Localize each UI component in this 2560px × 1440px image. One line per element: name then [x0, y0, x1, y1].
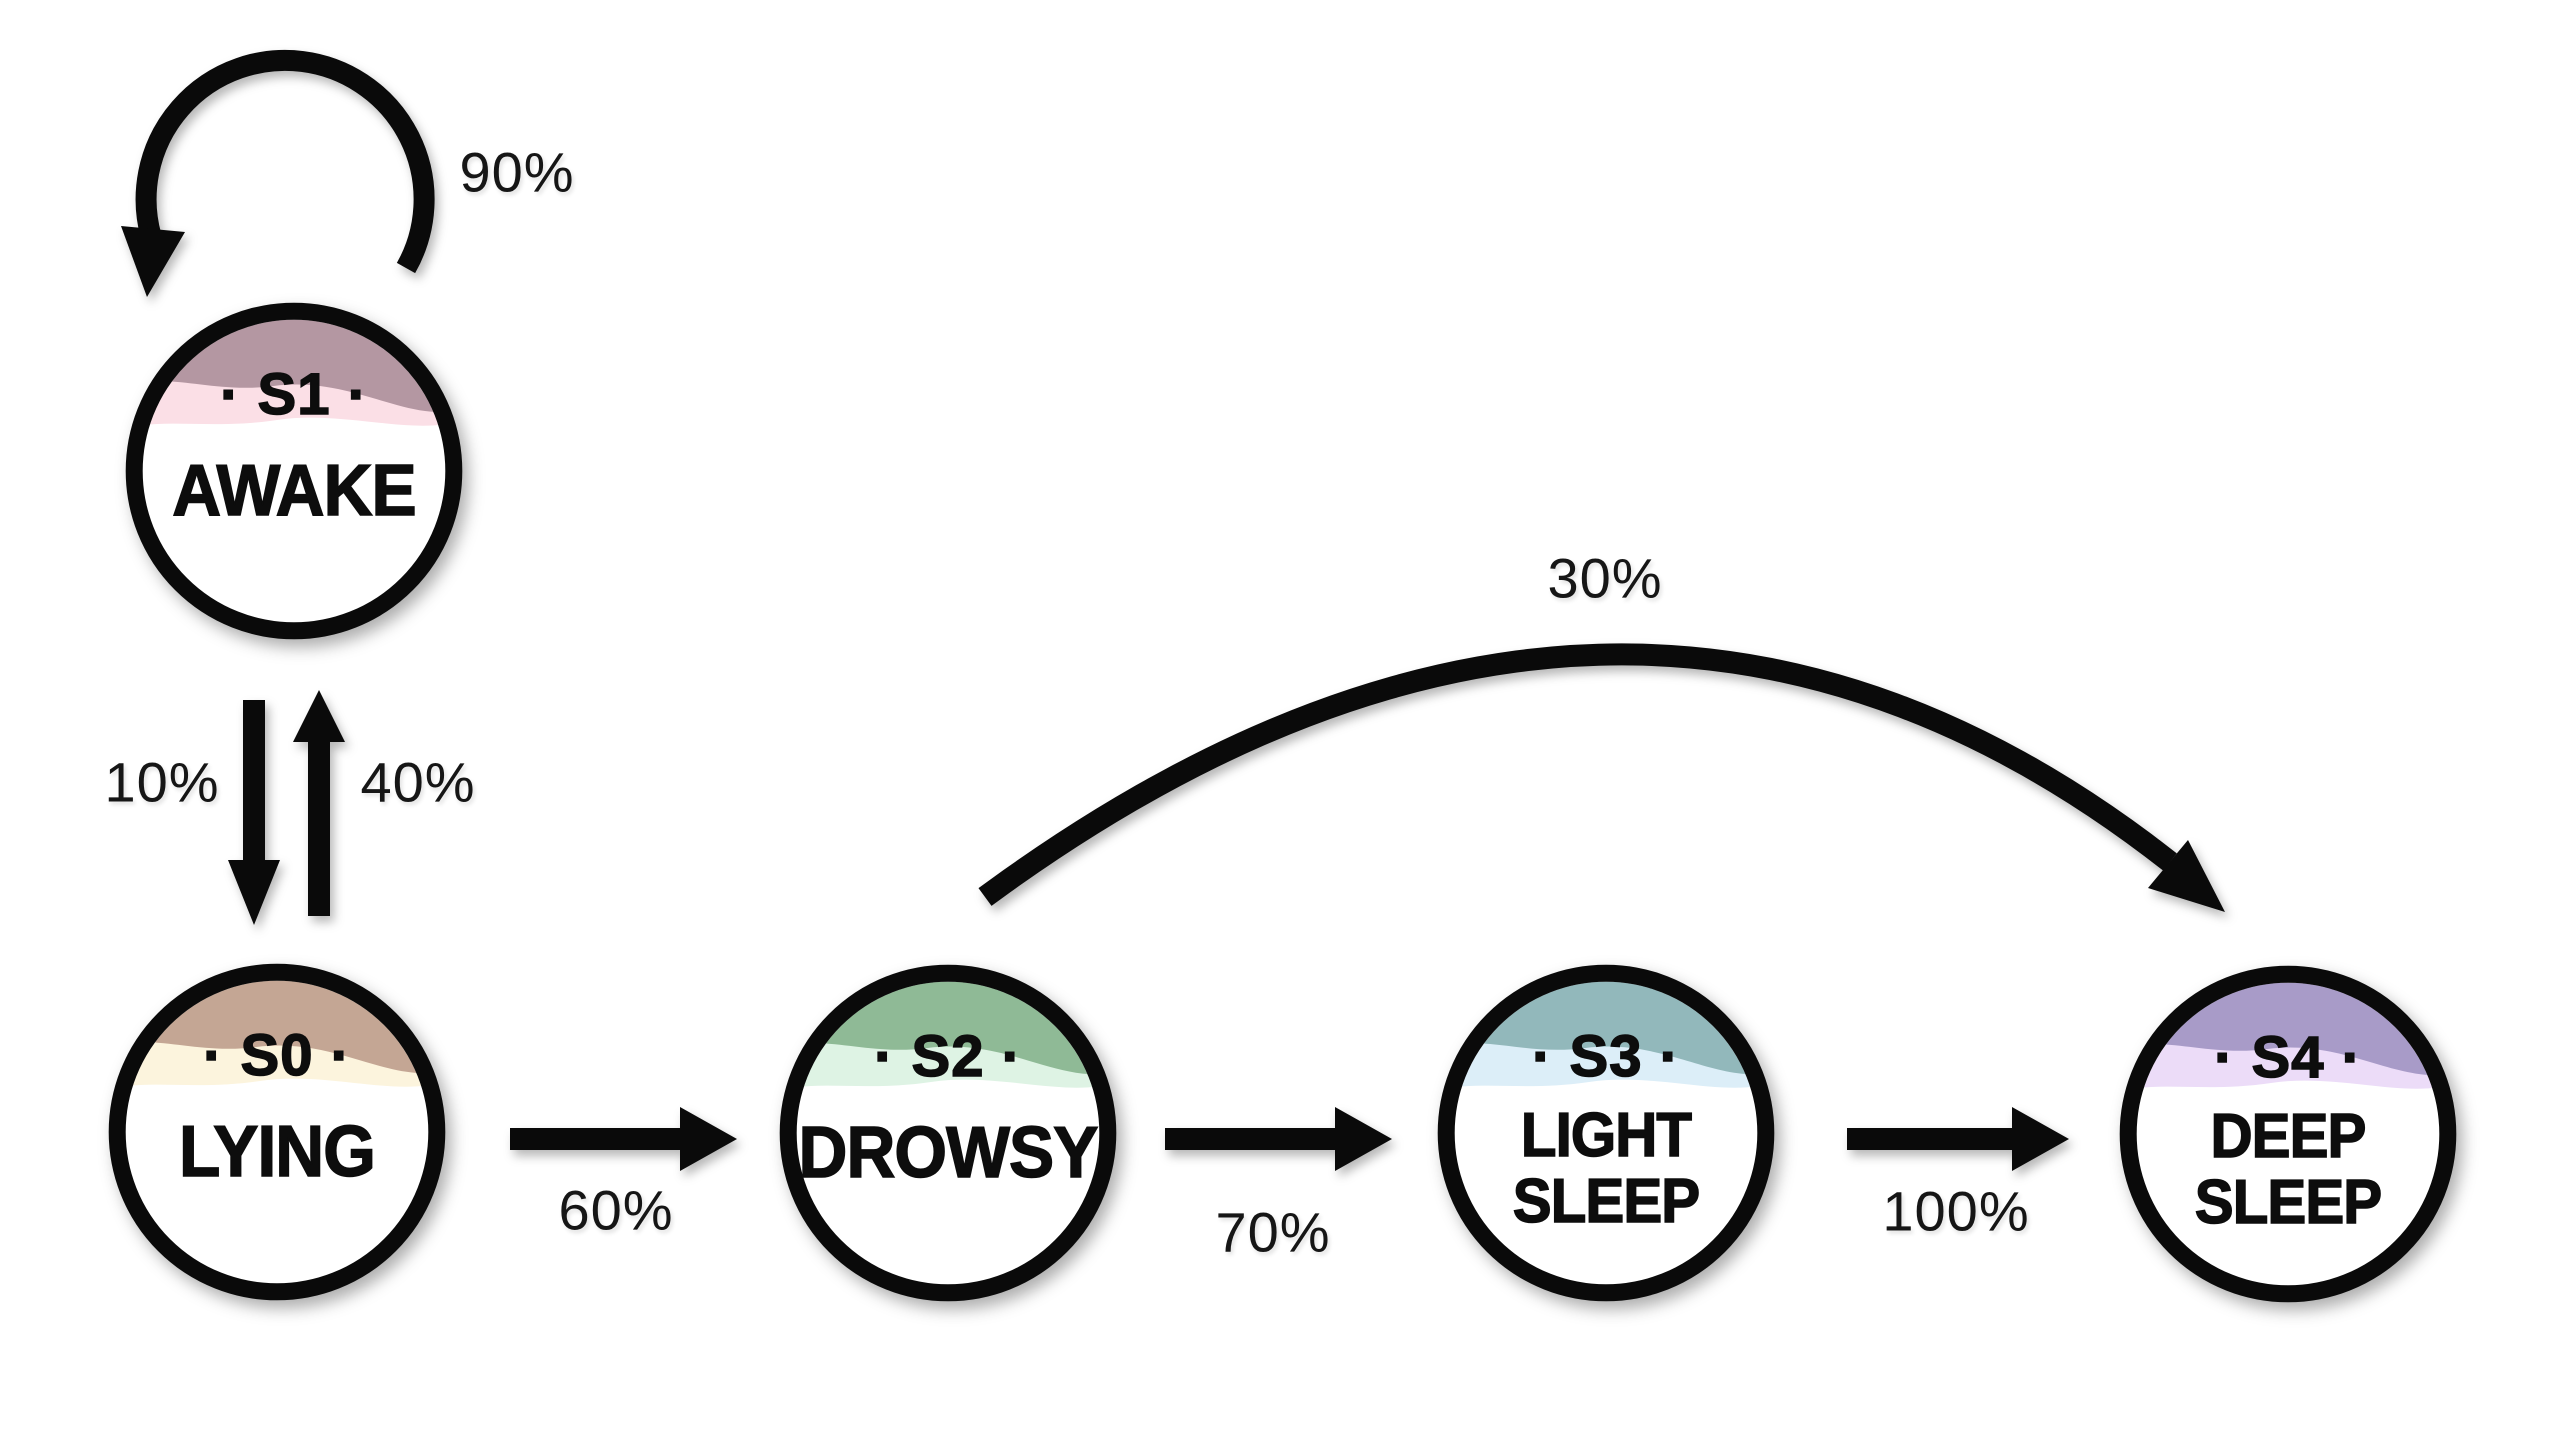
arrow-s3-to-s4-shaft: [1847, 1128, 2014, 1150]
node-s3-id-label: · S3 ·: [1531, 1024, 1680, 1089]
self-loop-s1-arrowhead: [121, 226, 185, 297]
edge-label-s0-s2: 60%: [558, 1178, 674, 1242]
edge-label-s1-s0: 10%: [104, 750, 220, 814]
edge-label-s0-s1: 40%: [360, 750, 476, 814]
node-s3-circle: [1437, 964, 1775, 1302]
arrow-s3-to-s4-head: [2012, 1107, 2069, 1171]
node-s3-light-sleep: · S3 · LIGHT SLEEP: [1436, 963, 1776, 1303]
node-s1-awake: · S1 · AWAKE: [124, 301, 464, 641]
node-s1-id-label: · S1 ·: [219, 362, 368, 427]
arrow-s2-to-s3-head: [1335, 1107, 1392, 1171]
arrow-s1-to-s0-shaft: [243, 700, 265, 868]
node-s0-id-label: · S0 ·: [202, 1023, 351, 1088]
node-s1-name: AWAKE: [172, 451, 418, 531]
node-s0-circle: [108, 963, 446, 1301]
node-s2-circle: [779, 964, 1117, 1302]
node-s2-drowsy: · S2 · DROWSY: [778, 963, 1118, 1303]
node-s4-id-label: · S4 ·: [2213, 1025, 2362, 1090]
arc-s2-to-s4-arrow: [978, 643, 2177, 906]
edge-label-s2-s4: 30%: [1547, 546, 1663, 610]
edge-label-s2-s3: 70%: [1215, 1200, 1331, 1264]
arrow-s0-to-s2-shaft: [510, 1128, 682, 1150]
edge-label-s3-s4: 100%: [1882, 1179, 2030, 1243]
arrow-s0-to-s1-shaft: [308, 738, 330, 916]
node-s3-name: LIGHT SLEEP: [1512, 1101, 1701, 1236]
node-s4-circle: [2119, 965, 2457, 1303]
node-s2-id-label: · S2 ·: [873, 1024, 1022, 1089]
node-s1-circle: [125, 302, 463, 640]
arrow-s2-to-s3-shaft: [1165, 1128, 1337, 1150]
node-s4-deep-sleep: · S4 · DEEP SLEEP: [2118, 964, 2458, 1304]
arrow-s0-to-s2-head: [680, 1107, 737, 1171]
node-s2-name: DROWSY: [798, 1113, 1099, 1193]
arc-s2-to-s4-arrowhead: [2148, 840, 2225, 912]
node-s0-name: LYING: [178, 1112, 376, 1192]
node-s4-name: DEEP SLEEP: [2194, 1102, 2383, 1237]
self-loop-s1-arrow: [135, 49, 435, 274]
edge-label-s1-self: 90%: [459, 140, 575, 204]
arrow-s0-to-s1-head: [293, 690, 345, 742]
node-s0-lying: · S0 · LYING: [107, 962, 447, 1302]
arrow-s1-to-s0-head: [228, 860, 280, 925]
